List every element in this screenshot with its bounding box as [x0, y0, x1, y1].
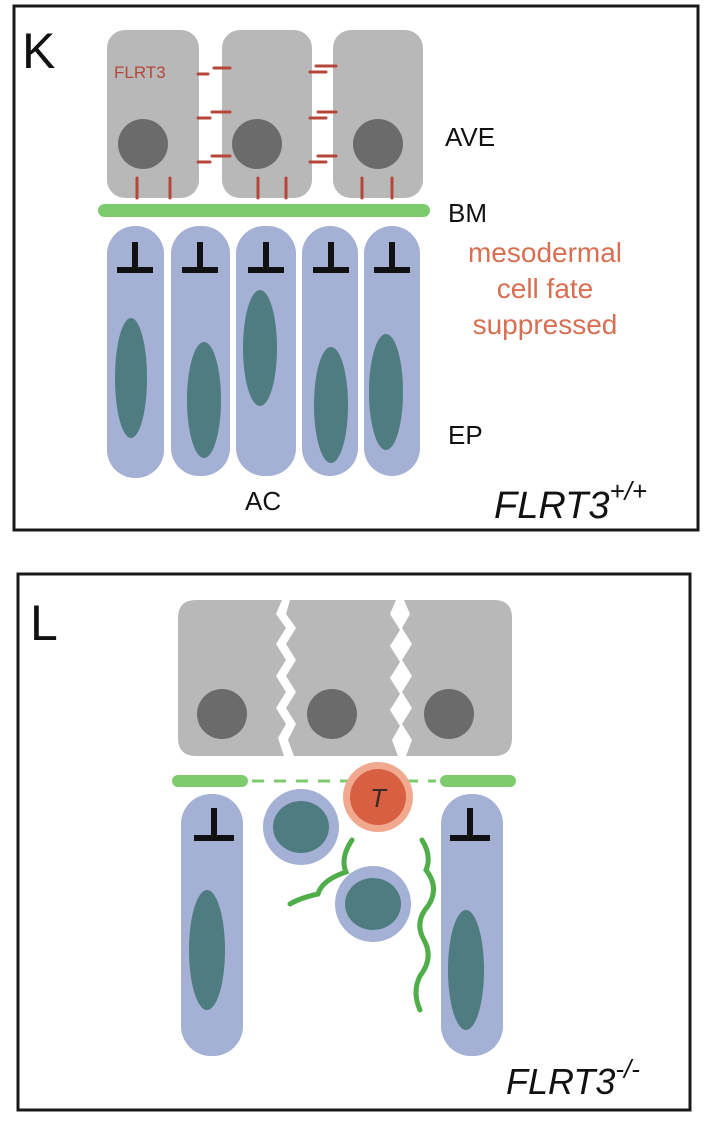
basement-membrane-k — [98, 204, 430, 217]
ecm-strand-2 — [413, 837, 436, 1013]
bm-segment-right — [440, 775, 516, 787]
ave-nucleus-2 — [232, 119, 282, 169]
fate-line-3: suppressed — [473, 309, 618, 340]
t-cell — [350, 769, 406, 825]
panel-k-letter: K — [22, 23, 55, 79]
genotype-l-base: FLRT3 — [506, 1061, 615, 1102]
panel-l-letter: L — [30, 595, 58, 651]
ep-nucleus-4 — [314, 347, 348, 463]
mesoderm-nucleus-2 — [345, 878, 401, 930]
genotype-k-base: FLRT3 — [494, 485, 609, 527]
ep-nucleus-3 — [243, 290, 277, 406]
ave-label: AVE — [445, 122, 495, 152]
ep-cells — [107, 226, 420, 478]
ave-nucleus-1 — [118, 119, 168, 169]
panel-k: K — [12, 4, 700, 532]
ep-nucleus-1 — [115, 318, 147, 438]
ave-nucleus-l-1 — [197, 689, 247, 739]
panel-l: L T — [16, 572, 692, 1112]
ave-cells — [107, 30, 423, 198]
ecm-strand-1 — [287, 837, 355, 907]
ave-cell-3 — [333, 30, 423, 198]
mesoderm-nucleus-1 — [273, 801, 329, 853]
genotype-k: FLRT3+/+ — [494, 476, 647, 527]
inhibition-symbols-l — [194, 808, 490, 841]
fate-line-1: mesodermal — [468, 237, 622, 268]
ave-cells-l — [178, 600, 512, 756]
bm-label: BM — [448, 198, 487, 228]
genotype-l: FLRT3-/- — [506, 1054, 640, 1102]
inhibition-symbols-k — [117, 242, 410, 273]
genotype-k-sup: +/+ — [609, 476, 647, 506]
bm-segment-left — [172, 775, 248, 787]
ave-nucleus-l-2 — [307, 689, 357, 739]
ep-nucleus-l-left — [189, 890, 225, 1010]
flrt3-label: FLRT3 — [114, 63, 166, 82]
ep-nucleus-5 — [369, 334, 403, 450]
ac-label: AC — [245, 486, 281, 516]
ave-cell-1 — [107, 30, 199, 198]
ep-label: EP — [448, 420, 483, 450]
t-label: T — [370, 783, 388, 813]
ave-cell-2 — [222, 30, 312, 198]
ep-nucleus-l-right — [448, 910, 484, 1030]
ave-nucleus-3 — [353, 119, 403, 169]
ep-nucleus-2 — [187, 342, 221, 458]
genotype-l-sup: -/- — [615, 1054, 640, 1084]
ave-nucleus-l-3 — [424, 689, 474, 739]
flrt3-marks — [135, 64, 394, 200]
fate-line-2: cell fate — [497, 273, 594, 304]
